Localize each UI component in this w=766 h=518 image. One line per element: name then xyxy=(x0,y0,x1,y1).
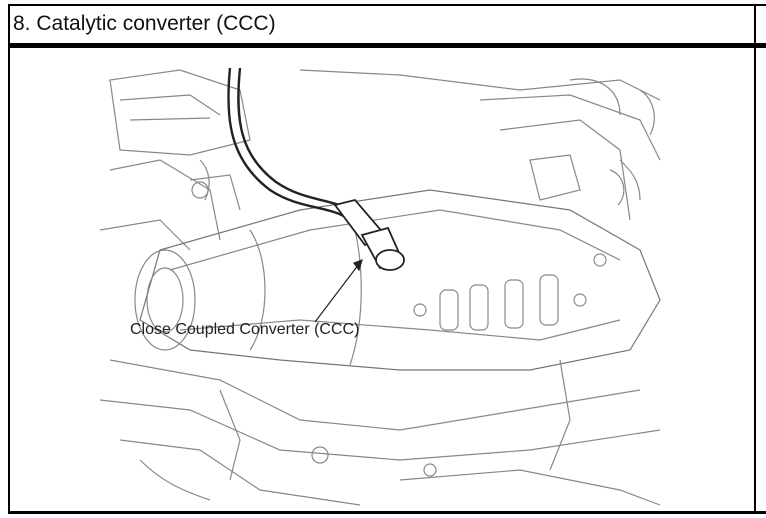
line-drawing xyxy=(100,67,661,506)
table-border-right xyxy=(754,4,756,514)
section-title: 8. Catalytic converter (CCC) xyxy=(13,12,276,35)
table-border-left xyxy=(8,4,10,514)
callout-label: Close Coupled Converter (CCC) xyxy=(130,321,360,338)
table-border-bottom xyxy=(8,511,766,514)
catalytic-converter-illustration xyxy=(100,60,665,512)
header-divider xyxy=(8,43,766,48)
table-border-top xyxy=(8,4,766,6)
